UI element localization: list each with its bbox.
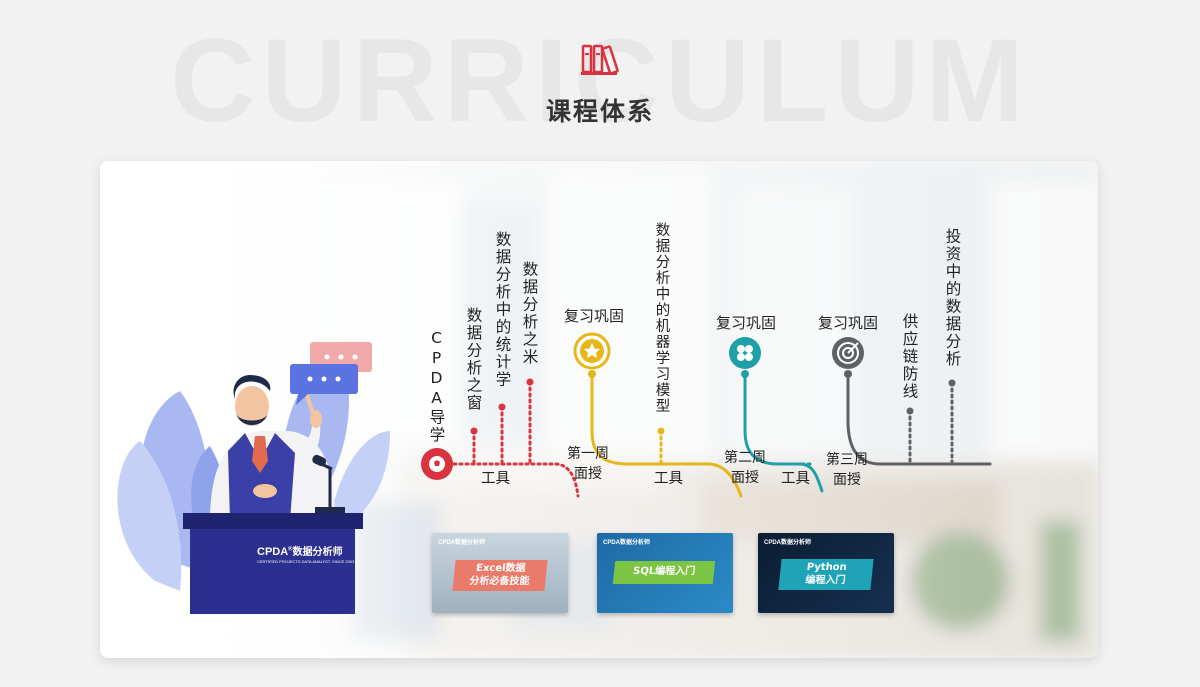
review-label-2: 复习巩固 <box>716 313 776 335</box>
week-label-3: 第三周面授 <box>826 450 868 491</box>
week-label-2: 第二周面授 <box>724 448 766 489</box>
topic-data-window: 数据分析之窗 <box>465 307 481 412</box>
review-label-3: 复习巩固 <box>818 313 878 335</box>
week-label-1: 第一周面授 <box>567 444 609 485</box>
topic-machine-learning: 数据分析中的机器学习模型 <box>654 222 669 414</box>
course-logo: CPDA数据分析师 <box>764 537 811 546</box>
tools-label-3: 工具 <box>781 469 810 490</box>
star-icon <box>575 334 609 368</box>
books-icon <box>581 42 619 76</box>
course-label-excel: Excel数据分析必备技能 <box>452 560 547 591</box>
curriculum-card: CPDA®数据分析师 CERTIFIED PROJECTS DATA ANALY… <box>100 161 1098 658</box>
topic-investment: 投资中的数据分析 <box>944 228 960 368</box>
topic-cpda-intro: CPDA导学 <box>428 329 444 444</box>
course-card-excel[interactable]: CPDA数据分析师 Excel数据分析必备技能 <box>432 533 568 613</box>
course-logo: CPDA数据分析师 <box>438 537 485 546</box>
football-icon <box>421 448 453 480</box>
course-card-sql[interactable]: CPDA数据分析师 SQL编程入门 <box>597 533 733 613</box>
review-label-1: 复习巩固 <box>564 306 624 328</box>
tools-label-2: 工具 <box>654 469 683 490</box>
tools-label-1: 工具 <box>481 469 510 490</box>
target-icon <box>832 337 864 369</box>
page-title: 课程体系 <box>0 92 1200 128</box>
topic-supply-chain: 供应链防线 <box>901 313 917 401</box>
clover-icon <box>729 337 761 369</box>
course-logo: CPDA数据分析师 <box>603 537 650 546</box>
topic-data-rice: 数据分析之米 <box>521 261 537 366</box>
course-label-sql: SQL编程入门 <box>613 561 715 584</box>
topic-statistics: 数据分析中的统计学 <box>494 231 510 389</box>
